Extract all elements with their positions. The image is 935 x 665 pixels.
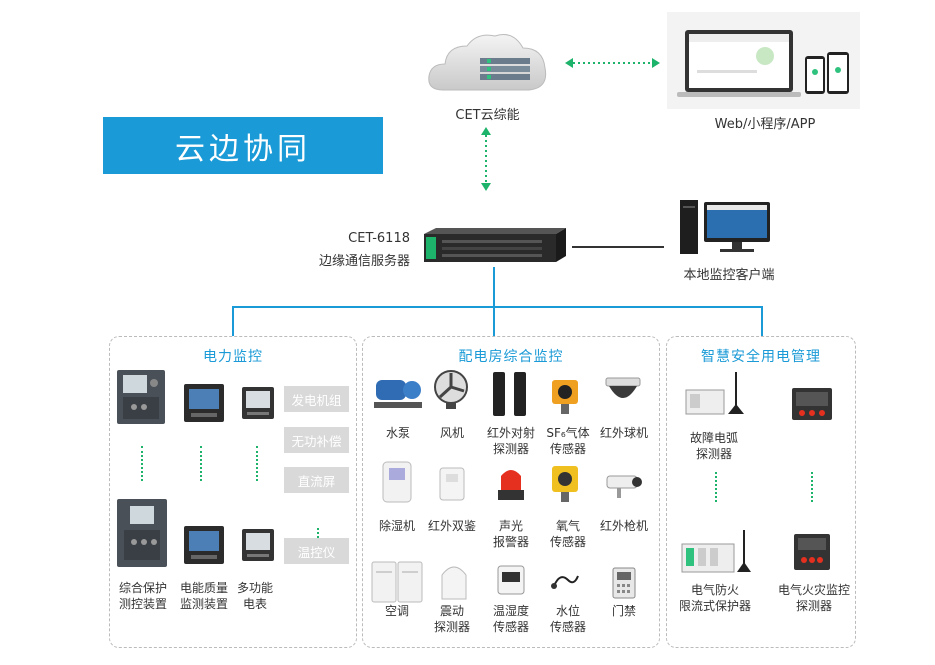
cloud-gateway-link bbox=[479, 127, 493, 191]
room-item-label: 声光报警器 bbox=[492, 519, 529, 549]
laptop-phone-icon bbox=[667, 12, 860, 109]
continuation-dots bbox=[141, 446, 143, 481]
room-item-label: 水泵 bbox=[385, 426, 410, 440]
power-quality-meter-icon bbox=[183, 383, 225, 423]
oxygen-sensor-icon bbox=[548, 462, 582, 504]
arc-fault-detector-icon bbox=[684, 368, 744, 420]
gateway-name: 边缘通信服务器 bbox=[318, 254, 410, 269]
device-label: 多功能电表 bbox=[236, 581, 273, 611]
room-item-label: SF₆气体传感器 bbox=[546, 426, 590, 456]
continuation-dots bbox=[200, 446, 202, 481]
generator-set-tag: 发电机组 bbox=[284, 386, 349, 412]
room-item-label: 红外对射探测器 bbox=[486, 426, 535, 456]
sound-light-alarm-icon bbox=[496, 464, 526, 502]
sf6-gas-sensor-icon bbox=[548, 374, 582, 416]
device-label: 电能质量监测装置 bbox=[179, 581, 228, 611]
air-conditioner-icon bbox=[370, 560, 424, 604]
fire-monitor-detector-icon bbox=[790, 386, 834, 422]
tree-connector bbox=[493, 267, 495, 307]
protection-device-icon bbox=[116, 498, 168, 568]
room-item-label: 温湿度传感器 bbox=[492, 604, 529, 634]
room-item-label: 红外双鉴 bbox=[427, 519, 476, 533]
room-item-label: 氧气传感器 bbox=[549, 519, 586, 549]
protection-relay-icon bbox=[116, 369, 166, 425]
room-item-label: 红外球机 bbox=[599, 426, 648, 440]
fire-monitor-detector-icon bbox=[792, 532, 832, 572]
desktop-pc-icon bbox=[676, 196, 776, 258]
ir-beam-detector-icon bbox=[490, 370, 530, 418]
room-item-label: 红外枪机 bbox=[599, 519, 648, 533]
tree-connector bbox=[232, 306, 234, 336]
web-label: Web/小程序/APP bbox=[714, 117, 816, 132]
fire-limiting-protector-icon bbox=[680, 528, 752, 576]
gateway-client-line bbox=[572, 246, 664, 248]
room-panel-title: 配电房综合监控 bbox=[458, 349, 564, 365]
vibration-detector-icon bbox=[438, 561, 470, 601]
multifunction-meter-icon bbox=[241, 528, 275, 562]
continuation-dots bbox=[811, 472, 813, 502]
multifunction-meter-icon bbox=[241, 386, 275, 420]
ir-bullet-camera-icon bbox=[605, 472, 645, 500]
temp-controller-tag: 温控仪 bbox=[284, 538, 349, 564]
safety-item-label: 电气火灾监控探测器 bbox=[777, 583, 850, 613]
safety-panel-title: 智慧安全用电管理 bbox=[701, 349, 821, 365]
safety-item-label: 电气防火限流式保护器 bbox=[678, 583, 751, 613]
tree-connector bbox=[493, 306, 495, 336]
cloud-web-link bbox=[565, 56, 660, 70]
continuation-dots bbox=[256, 446, 258, 481]
ir-dome-camera-icon bbox=[604, 376, 642, 408]
room-item-label: 门禁 bbox=[611, 604, 636, 618]
power-panel-title: 电力监控 bbox=[203, 349, 263, 365]
device-label: 综合保护测控装置 bbox=[118, 581, 167, 611]
water-level-sensor-icon bbox=[550, 568, 580, 594]
room-item-label: 除湿机 bbox=[378, 519, 415, 533]
temp-humidity-sensor-icon bbox=[496, 564, 526, 596]
room-item-label: 空调 bbox=[384, 604, 409, 618]
rack-server-icon bbox=[420, 226, 570, 266]
room-item-label: 水位传感器 bbox=[549, 604, 586, 634]
local-client-label: 本地监控客户端 bbox=[683, 268, 775, 283]
reactive-compensation-tag: 无功补偿 bbox=[284, 427, 349, 453]
power-quality-meter-icon bbox=[183, 525, 225, 565]
room-item-label: 震动探测器 bbox=[433, 604, 470, 634]
water-pump-icon bbox=[372, 370, 424, 412]
continuation-dots bbox=[715, 472, 717, 502]
cloud-label: CET云综能 bbox=[455, 108, 520, 123]
dual-tech-detector-icon bbox=[438, 466, 466, 502]
continuation-dots bbox=[317, 528, 319, 538]
diagram-title: 云边协同 bbox=[103, 117, 383, 174]
dc-panel-tag: 直流屏 bbox=[284, 467, 349, 493]
fan-icon bbox=[432, 368, 470, 410]
tree-connector bbox=[761, 306, 763, 336]
tree-connector bbox=[232, 306, 763, 308]
gateway-model: CET-6118 bbox=[348, 231, 410, 246]
cloud-server-icon bbox=[425, 28, 550, 98]
room-item-label: 风机 bbox=[439, 426, 464, 440]
safety-item-label: 故障电弧探测器 bbox=[689, 431, 738, 461]
dehumidifier-icon bbox=[381, 460, 413, 504]
access-control-icon bbox=[611, 566, 637, 600]
